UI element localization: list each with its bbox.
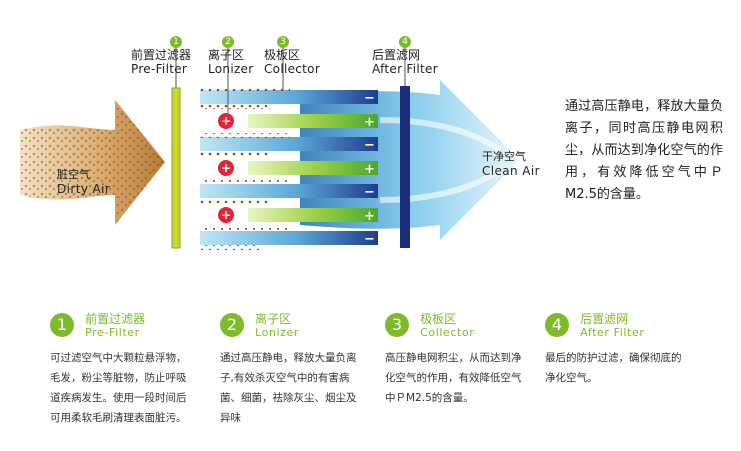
column-title-zh: 后置滤网 — [580, 312, 629, 326]
stage-label-lonizer: 2 离子区 Lonizer — [208, 29, 253, 76]
clean-air-zh: 干净空气 — [482, 150, 526, 163]
dirty-air-en: Dirty Air — [57, 182, 111, 196]
stage-label-after-filter: 4 后置滤网 After Filter — [372, 29, 438, 76]
stage-number: 2 — [222, 36, 234, 48]
column-pre-filter: 1 前置过滤器 Pre-Filter 可过滤空气中大颗粒悬浮物，毛发，粉尘等脏物… — [50, 313, 190, 428]
pre-filter-bar — [171, 87, 181, 249]
stage-en: After Filter — [372, 62, 438, 76]
svg-text:+: + — [221, 161, 231, 175]
stage-zh: 极板区 — [264, 48, 301, 62]
column-number: 1 — [50, 313, 74, 337]
dirty-air-label: 脏空气 Dirty Air — [57, 166, 110, 196]
column-body: 最后的防护过滤，确保彻底的净化空气。 — [545, 352, 682, 384]
stage-zh: 离子区 — [208, 48, 245, 62]
positive-sign: + — [364, 115, 375, 130]
dirty-air-zh: 脏空气 — [57, 168, 90, 181]
positive-sign: + — [364, 209, 375, 224]
column-title-en: After Filter — [580, 326, 645, 339]
ionizer-charges: + + + — [218, 113, 234, 223]
column-collector: 3 极板区 Collector 高压静电网积尘，从而达到净化空气的作用，有效降低… — [385, 313, 525, 408]
stage-en: Lonizer — [208, 62, 254, 76]
negative-sign: − — [364, 185, 375, 200]
clean-air-label: 干净空气 Clean Air — [482, 148, 540, 178]
svg-text:+: + — [221, 114, 231, 128]
air-purifier-diagram: − − − − + + + + + + — [20, 40, 520, 250]
stage-label-collector: 3 极板区 Collector — [264, 29, 320, 76]
description-text: 通过高压静电，释放大量负离子，同时高压静电网积尘，从而达到净化空气的作用，有效降… — [565, 99, 723, 202]
stage-label-pre-filter: 1 前置过滤器 Pre-Filter — [131, 29, 191, 76]
stage-en: Collector — [264, 62, 321, 76]
negative-sign: − — [364, 232, 375, 247]
column-title-en: Pre-Filter — [85, 326, 140, 339]
column-after-filter: 4 后置滤网 After Filter 最后的防护过滤，确保彻底的净化空气。 — [545, 313, 685, 388]
column-title-zh: 离子区 — [255, 312, 292, 326]
stage-number: 4 — [399, 36, 411, 48]
column-title-en: Collector — [420, 326, 475, 339]
column-title-zh: 前置过滤器 — [85, 312, 146, 326]
stage-zh: 后置滤网 — [372, 48, 421, 62]
column-number: 2 — [220, 313, 244, 337]
positive-sign: + — [364, 162, 375, 177]
column-body: 高压静电网积尘，从而达到净化空气的作用，有效降低空气中ＰM2.5的含量。 — [385, 352, 522, 404]
after-filter-bar — [400, 86, 410, 248]
negative-sign: − — [364, 138, 375, 153]
column-title-en: Lonizer — [255, 326, 300, 339]
column-body: 通过高压静电，释放大量负离子,有效杀灭空气中的有害病菌、细菌，祛除灰尘、烟尘及异… — [220, 352, 357, 424]
collector-plates — [200, 86, 378, 250]
stage-number: 3 — [277, 36, 289, 48]
svg-text:+: + — [221, 208, 231, 222]
stage-number: 1 — [170, 36, 182, 48]
stage-en: Pre-Filter — [131, 62, 188, 76]
negative-sign: − — [364, 91, 375, 106]
column-number: 3 — [385, 313, 409, 337]
column-title-zh: 极板区 — [420, 312, 457, 326]
stage-zh: 前置过滤器 — [131, 48, 192, 62]
column-number: 4 — [545, 313, 569, 337]
column-lonizer: 2 离子区 Lonizer 通过高压静电，释放大量负离子,有效杀灭空气中的有害病… — [220, 313, 360, 428]
clean-air-en: Clean Air — [482, 164, 540, 178]
column-body: 可过滤空气中大颗粒悬浮物，毛发，粉尘等脏物，防止呼吸道疾病发生。使用一段时间后可… — [50, 352, 187, 424]
